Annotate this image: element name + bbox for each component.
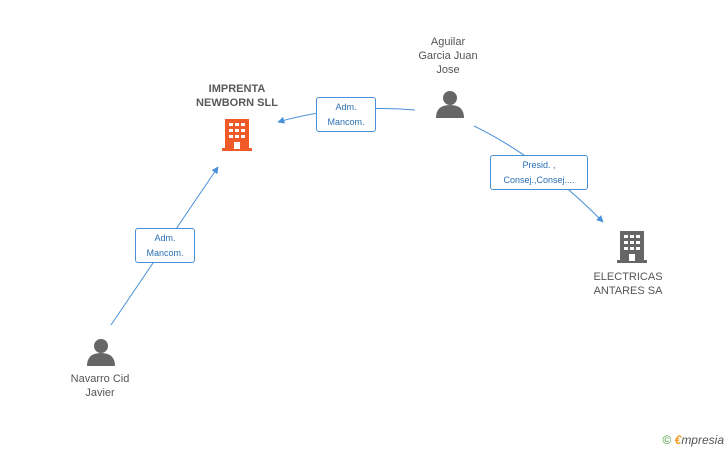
person-icon[interactable]	[436, 91, 464, 118]
edge-label-aguilar-imprenta: Adm. Mancom.	[316, 97, 376, 132]
company-name-imprenta[interactable]: IMPRENTA NEWBORN SLL	[196, 83, 278, 109]
brand-logo-initial: €	[674, 433, 682, 447]
building-icon[interactable]	[222, 119, 252, 151]
edge-label-aguilar-electricas: Presid. , Consej.,Consej....	[490, 155, 588, 190]
building-icon[interactable]	[617, 231, 647, 263]
edge-label-navarro-imprenta: Adm. Mancom.	[135, 228, 195, 263]
brand-logo-text: mpresia	[681, 433, 724, 447]
person-name-navarro[interactable]: Navarro Cid Javier	[70, 373, 130, 399]
person-icon[interactable]	[87, 339, 115, 366]
person-name-aguilar[interactable]: Aguilar Garcia Juan Jose	[418, 36, 478, 76]
copyright-symbol: ©	[662, 433, 672, 447]
company-name-electricas[interactable]: ELECTRICAS ANTARES SA	[593, 271, 663, 297]
empresia-watermark: © €mpresia	[662, 433, 724, 447]
